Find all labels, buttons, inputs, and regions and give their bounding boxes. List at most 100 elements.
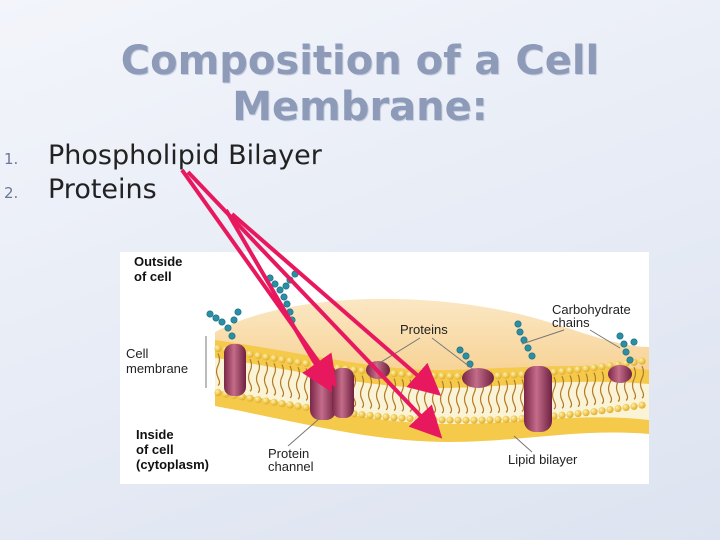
lipid-head bbox=[246, 394, 254, 402]
label-proteins: Proteins bbox=[400, 322, 448, 337]
lipid-head bbox=[494, 372, 502, 380]
lipid-head bbox=[582, 365, 590, 373]
lipid-head bbox=[590, 364, 598, 372]
lipid-head bbox=[518, 370, 526, 379]
lipid-head bbox=[518, 414, 526, 423]
lipid-head bbox=[502, 371, 510, 379]
list-label: Proteins bbox=[48, 174, 157, 205]
lipid-head bbox=[574, 409, 582, 418]
label-cell-membrane-1: Cell bbox=[126, 346, 149, 361]
lipid-head bbox=[294, 358, 302, 366]
lipid-tail bbox=[455, 380, 461, 414]
lipid-head bbox=[406, 371, 414, 379]
list-number: 2. bbox=[4, 184, 19, 202]
label-inside-cell-3: (cytoplasm) bbox=[136, 457, 209, 472]
lipid-head bbox=[598, 407, 606, 415]
lipid-tail bbox=[559, 375, 565, 409]
lipid-head bbox=[254, 351, 262, 360]
lipid-tail bbox=[583, 373, 589, 407]
lipid-head bbox=[390, 369, 398, 378]
lipid-head bbox=[382, 413, 390, 421]
lipid-head bbox=[574, 365, 582, 374]
label-carbohydrate-1: Carbohydrate bbox=[552, 302, 631, 317]
slide-title: Composition of a Cell Membrane: bbox=[120, 38, 600, 130]
lipid-head bbox=[270, 354, 278, 362]
lipid-tail bbox=[567, 375, 573, 408]
lipid-head bbox=[446, 416, 454, 424]
lipid-head bbox=[398, 414, 406, 422]
lipid-head bbox=[454, 372, 462, 380]
lipid-tail bbox=[599, 371, 605, 405]
membrane-illustration: Outside of cell Cell membrane Inside of … bbox=[126, 254, 649, 474]
membrane-diagram: Outside of cell Cell membrane Inside of … bbox=[120, 252, 649, 484]
lipid-head bbox=[278, 356, 286, 364]
list-item: 2. Proteins bbox=[0, 174, 400, 210]
lipid-head bbox=[294, 402, 302, 410]
lipid-head bbox=[558, 367, 566, 375]
lipid-head bbox=[398, 370, 406, 378]
label-outside-cell-2: of cell bbox=[134, 269, 172, 284]
lipid-tail bbox=[487, 380, 493, 414]
lipid-head bbox=[422, 415, 430, 424]
lipid-head bbox=[614, 404, 622, 413]
lipid-head bbox=[462, 416, 470, 424]
lipid-tail bbox=[575, 374, 581, 408]
lipid-head bbox=[510, 371, 518, 379]
lipid-head bbox=[214, 388, 222, 397]
lipid-head bbox=[414, 415, 422, 423]
lipid-head bbox=[454, 416, 462, 424]
lipid-head bbox=[262, 397, 270, 405]
lipid-head bbox=[214, 344, 222, 353]
lipid-head bbox=[390, 413, 398, 422]
lipid-head bbox=[358, 411, 366, 419]
lipid-head bbox=[286, 357, 294, 365]
lipid-head bbox=[550, 368, 558, 376]
lipid-head bbox=[470, 416, 478, 424]
lipid-head bbox=[438, 372, 446, 380]
lipid-head bbox=[302, 359, 310, 367]
lipid-head bbox=[494, 416, 502, 424]
lipid-head bbox=[446, 372, 454, 380]
lipid-head bbox=[598, 363, 606, 371]
lipid-tail bbox=[447, 380, 453, 414]
lipid-tail bbox=[639, 365, 645, 399]
lipid-head bbox=[430, 372, 438, 380]
lipid-head bbox=[406, 415, 414, 423]
lipid-head bbox=[278, 400, 286, 408]
lipid-head bbox=[438, 416, 446, 424]
label-inside-cell-2: of cell bbox=[136, 442, 174, 457]
lipid-head bbox=[414, 371, 422, 379]
lipid-tail bbox=[495, 380, 501, 414]
lipid-tail bbox=[439, 380, 445, 414]
label-protein-channel-2: channel bbox=[268, 459, 314, 474]
lipid-head bbox=[566, 410, 574, 419]
label-carbohydrate-2: chains bbox=[552, 315, 590, 330]
label-inside-cell-1: Inside bbox=[136, 427, 174, 442]
label-lipid-bilayer: Lipid bilayer bbox=[508, 452, 578, 467]
lipid-head bbox=[566, 366, 574, 375]
lipid-tail bbox=[591, 372, 597, 406]
lipid-tail bbox=[519, 379, 525, 412]
lipid-head bbox=[622, 403, 630, 412]
lipid-head bbox=[422, 371, 430, 380]
label-protein-channel-1: Protein bbox=[268, 446, 309, 461]
lipid-head bbox=[502, 415, 510, 423]
lipid-head bbox=[302, 403, 310, 411]
label-outside-cell-1: Outside bbox=[134, 254, 182, 269]
lipid-head bbox=[638, 357, 646, 365]
lipid-head bbox=[486, 416, 494, 424]
lipid-head bbox=[550, 412, 558, 420]
lipid-head bbox=[590, 408, 598, 416]
lipid-head bbox=[286, 401, 294, 409]
lipid-head bbox=[582, 409, 590, 417]
lipid-head bbox=[254, 395, 262, 404]
lipid-tail bbox=[631, 367, 637, 400]
list-number: 1. bbox=[4, 150, 19, 168]
lipid-tail bbox=[503, 380, 509, 413]
lipid-head bbox=[262, 353, 270, 361]
list-label: Phospholipid Bilayer bbox=[48, 140, 322, 171]
label-cell-membrane-2: membrane bbox=[126, 361, 188, 376]
lipid-head bbox=[358, 367, 366, 375]
lipid-head bbox=[478, 416, 486, 424]
lipid-tail bbox=[511, 379, 517, 413]
